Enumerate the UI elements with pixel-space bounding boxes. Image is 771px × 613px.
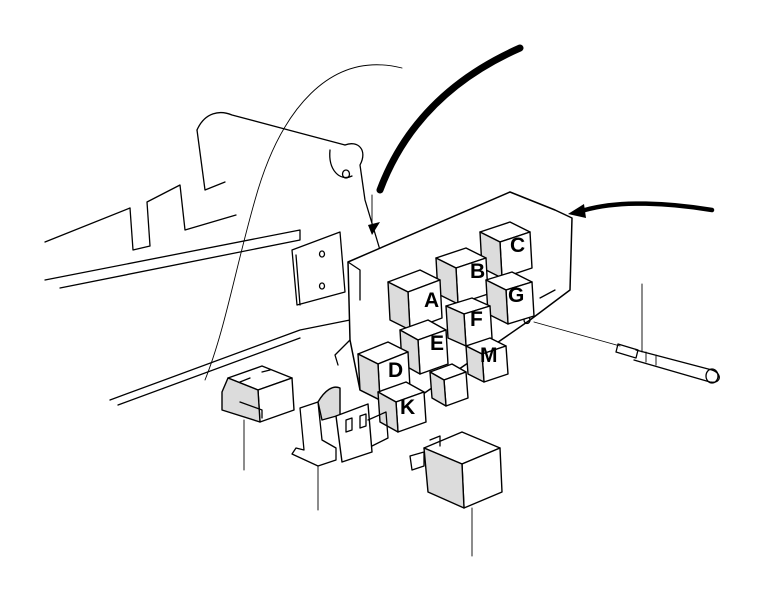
relay-label-a: A [424,289,439,312]
curved-leader-line [204,64,403,381]
relay-label-b: B [470,260,485,283]
relay-label-m: M [480,344,498,367]
relay-label-g: G [508,284,524,307]
relay-b[interactable]: B [435,247,489,305]
relay-g[interactable]: G [485,271,535,325]
relay-unlabelled[interactable] [429,363,469,407]
mounting-bracket [44,112,381,406]
relay-socket-bracket[interactable] [291,386,389,467]
relay-label-k: K [400,396,415,419]
insertion-arrow-curve [376,44,524,194]
relay-label-c: C [510,234,525,257]
relay-c[interactable]: C [479,221,533,279]
relay-k[interactable]: K [377,381,427,433]
relay-a[interactable]: A [387,269,443,331]
loose-relay-bottom[interactable] [409,431,503,509]
screwdriver-icon [533,321,720,384]
relay-label-e: E [430,332,444,355]
arrow-head-down [368,222,380,235]
relay-label-d: D [388,359,403,382]
relay-label-f: F [470,308,483,331]
relay-m[interactable]: M [465,337,509,383]
loose-connector-left[interactable] [221,365,295,423]
right-arrow-head [568,204,586,218]
right-arrow-curve [582,201,715,213]
relay-f[interactable]: F [445,297,493,347]
